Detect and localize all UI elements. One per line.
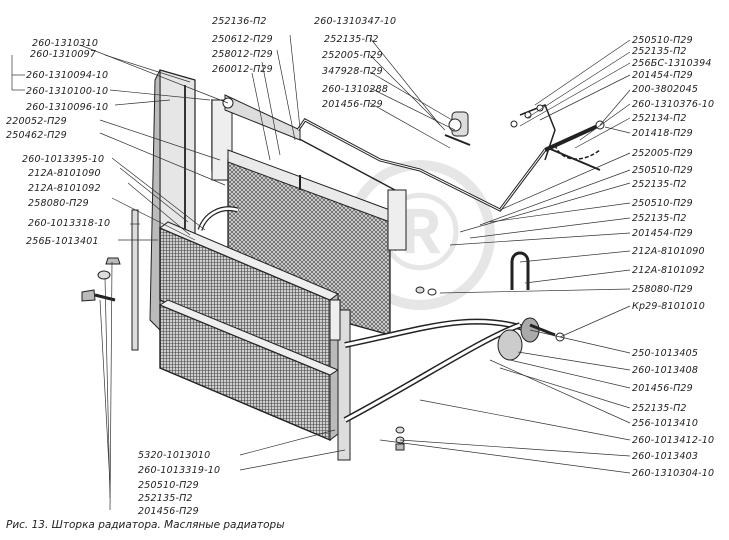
callout-label: 252135-П2	[632, 179, 687, 190]
hose-clamp	[510, 251, 530, 290]
callout-label: 200-3802045	[632, 84, 699, 95]
callout-label: 201456-П29	[632, 383, 693, 394]
callout-label: 201454-П29	[632, 228, 693, 239]
callout-label: 250510-П29	[632, 35, 693, 46]
callout-label: 5320-1013010	[138, 450, 211, 461]
callout-label: 212А-8101090	[28, 168, 101, 179]
callout-label: 250462-П29	[6, 130, 67, 141]
callout-label: 258080-П29	[28, 198, 89, 209]
callout-label: 256БС-1310394	[632, 58, 712, 69]
callout-label: 201418-П29	[632, 128, 693, 139]
callout-label: Кр29-8101010	[632, 301, 706, 312]
callout-label: 252135-П2	[632, 213, 687, 224]
callout-label: 252135-П2	[632, 403, 687, 414]
callout-label: 212А-8101090	[632, 246, 705, 257]
callout-label: 201456-П29	[322, 99, 383, 110]
callout-label: 252005-П29	[632, 148, 693, 159]
control-rod	[296, 104, 605, 212]
callout-label: 260-1013403	[632, 451, 699, 462]
callout-label: 250510-П29	[632, 198, 693, 209]
callout-label: 250510-П29	[138, 480, 199, 491]
callout-label: 220052-П29	[6, 116, 67, 127]
callout-label: 212А-8101092	[632, 265, 705, 276]
callout-label: 260-1013412-10	[632, 435, 715, 446]
callout-label: 260-1013319-10	[138, 465, 221, 476]
callout-label: 252135-П2	[632, 46, 687, 57]
callout-label: 260-1013395-10	[22, 154, 105, 165]
leader-lines	[11, 34, 631, 511]
callout-label: 212А-8101092	[28, 183, 101, 194]
fasteners-left	[81, 257, 121, 302]
callout-label: 347928-П29	[322, 66, 383, 77]
callout-label: 260-1310304-10	[632, 468, 715, 479]
callout-label: 260-1013408	[632, 365, 699, 376]
callout-label: 252136-П2	[212, 16, 267, 27]
fasteners-bottom	[395, 286, 437, 451]
callout-label: 260-1310288	[322, 84, 389, 95]
callout-label: 250612-П29	[212, 34, 273, 45]
callout-label: 252135-П2	[138, 493, 193, 504]
callout-label: 260012-П29	[212, 64, 273, 75]
callout-label: 256Б-1013401	[26, 236, 99, 247]
callout-label: 252134-П2	[632, 113, 687, 124]
callout-label: 258080-П29	[632, 284, 693, 295]
callout-label: 201456-П29	[138, 506, 199, 517]
callout-label: 260-1310100-10	[26, 86, 109, 97]
callout-label: 250-1013405	[632, 348, 699, 359]
callout-label: 256-1013410	[632, 418, 699, 429]
shutter-frame	[211, 94, 396, 252]
callout-label: 252135-П2	[324, 34, 379, 45]
callout-label: 252005-П29	[322, 50, 383, 61]
callout-label: 260-1310376-10	[632, 99, 715, 110]
callout-label: 260-1310094-10	[26, 70, 109, 81]
callout-label: 260-1310310	[32, 38, 99, 49]
callout-label: 260-1310097	[30, 49, 97, 60]
callout-label: 201454-П29	[632, 70, 693, 81]
callout-label: 250510-П29	[632, 165, 693, 176]
callout-label: 260-1310347-10	[314, 16, 397, 27]
callout-label: 260-1310096-10	[26, 102, 109, 113]
callout-label: 258012-П29	[212, 49, 273, 60]
figure-caption: Рис. 13. Шторка радиатора. Масляные ради…	[6, 519, 285, 531]
callout-label: 260-1013318-10	[28, 218, 111, 229]
